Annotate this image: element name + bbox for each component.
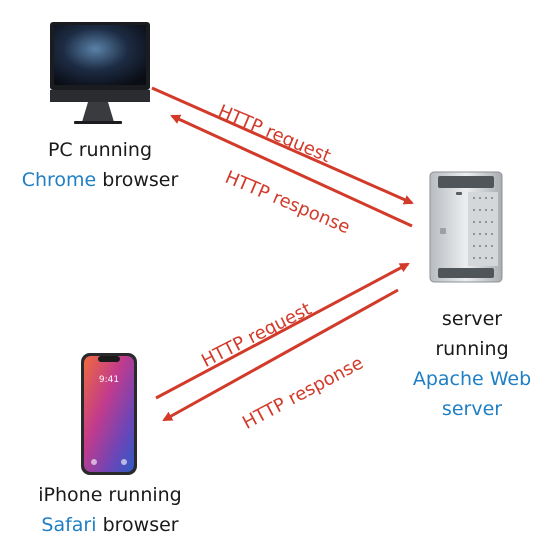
iphone-label-line2: Safari browser — [10, 510, 210, 540]
server-label-line3: Apache Web — [412, 368, 532, 390]
iphone-clock: 9:41 — [99, 375, 119, 385]
iphone-response-arrow — [162, 288, 399, 422]
server-label-line1: server — [441, 308, 503, 330]
pc-label-line2: Chrome browser — [10, 165, 190, 195]
iphone-request-arrow — [155, 262, 410, 400]
pc-label-line1: PC running — [47, 139, 153, 161]
iphone-icon: 9:41 — [81, 353, 137, 475]
imac-icon — [50, 22, 150, 124]
iphone-label-line1: iPhone running — [38, 484, 182, 506]
server-label: server running Apache Web server — [392, 304, 552, 424]
pc-app-suffix: browser — [96, 169, 179, 191]
server-label-line2: running — [435, 338, 509, 360]
iphone-app-suffix: browser — [96, 514, 179, 536]
pc-label: PC running Chrome browser — [10, 135, 190, 195]
mac-pro-tower-icon — [429, 171, 503, 283]
iphone-app-name: Safari — [41, 514, 97, 536]
pc-response-arrow — [170, 114, 413, 228]
server-label-line4: server — [441, 398, 503, 420]
pc-app-name: Chrome — [21, 169, 97, 191]
iphone-label: iPhone running Safari browser — [10, 480, 210, 540]
pc-request-arrow — [151, 86, 414, 205]
